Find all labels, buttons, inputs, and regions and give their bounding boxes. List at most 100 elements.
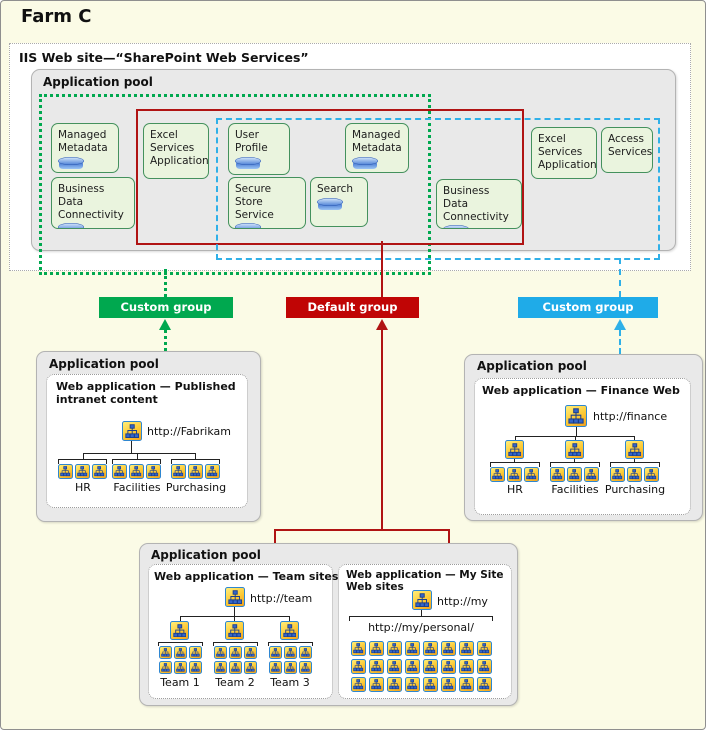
site-collection-root-icon xyxy=(122,421,142,441)
tree-line xyxy=(234,616,235,621)
sites-bracket xyxy=(213,642,258,646)
database-icon xyxy=(58,223,84,228)
farm-title: Farm C xyxy=(21,6,92,27)
site-icon xyxy=(405,677,420,692)
site-icon xyxy=(269,646,282,659)
tree-line xyxy=(180,616,290,617)
team-root-url: http://team xyxy=(250,592,313,605)
iis-web-site-label: IIS Web site—“SharePoint Web Services” xyxy=(19,50,309,65)
site-icon xyxy=(189,661,202,674)
site-icon xyxy=(459,659,474,674)
service-excel-services-left: Excel Services Application xyxy=(143,123,209,179)
tree-line xyxy=(131,441,132,453)
blue-connector-upper xyxy=(619,258,621,297)
site-icon xyxy=(610,467,625,482)
site-icon xyxy=(174,646,187,659)
site-icon xyxy=(644,467,659,482)
site-icon xyxy=(524,467,539,482)
tree-line xyxy=(83,453,196,454)
site-collection-root-icon xyxy=(225,587,245,607)
red-connector-bracket xyxy=(274,529,450,531)
site-icon xyxy=(423,677,438,692)
site-icon xyxy=(369,677,384,692)
service-label: Excel Services Application xyxy=(150,129,209,167)
sites-bracket xyxy=(349,616,493,621)
tree-line xyxy=(576,427,577,436)
site-icon xyxy=(299,661,312,674)
site-icon xyxy=(351,677,366,692)
site-icon xyxy=(75,464,90,479)
sites-bracket xyxy=(112,459,161,464)
service-access-services: Access Services xyxy=(601,127,653,173)
database-icon xyxy=(443,225,469,228)
site-branch-icon xyxy=(170,621,189,640)
site-icon xyxy=(459,641,474,656)
site-icon xyxy=(405,659,420,674)
site-group-grid-purchasing xyxy=(171,464,220,479)
service-managed-metadata-mid: Managed Metadata xyxy=(345,123,409,173)
site-icon xyxy=(269,661,282,674)
site-icon xyxy=(214,661,227,674)
site-icon xyxy=(188,464,203,479)
service-managed-metadata-left: Managed Metadata xyxy=(51,123,119,173)
database-icon xyxy=(235,223,261,228)
top-application-pool-label: Application pool xyxy=(43,75,153,89)
site-branch-icon xyxy=(505,440,524,459)
site-icon xyxy=(584,467,599,482)
site-icon xyxy=(423,659,438,674)
green-connector-upper xyxy=(164,269,167,297)
site-icon xyxy=(299,646,312,659)
site-icon xyxy=(229,661,242,674)
default-group-badge: Default group xyxy=(286,297,419,318)
database-icon xyxy=(235,156,261,169)
finance-web-application-title: Web application — Finance Web xyxy=(482,384,680,397)
site-icon xyxy=(189,646,202,659)
tree-line xyxy=(514,459,515,463)
red-connector-upper xyxy=(381,241,383,298)
site-icon xyxy=(205,464,220,479)
site-icon xyxy=(369,659,384,674)
tree-line xyxy=(574,459,575,463)
site-icon xyxy=(112,464,127,479)
custom-group-badge-right: Custom group xyxy=(518,297,658,318)
service-label: Search xyxy=(317,183,354,195)
site-group-label: HR xyxy=(507,483,523,496)
service-label: Managed Metadata xyxy=(58,129,108,154)
sites-bracket xyxy=(158,642,203,646)
site-group-grid-team2 xyxy=(214,646,257,674)
site-group-grid-hr xyxy=(58,464,107,479)
site-icon xyxy=(423,641,438,656)
custom-group-outline-blue xyxy=(216,118,660,260)
site-icon xyxy=(351,659,366,674)
sites-bracket xyxy=(171,459,220,464)
site-group-label: Team 1 xyxy=(160,676,200,689)
site-icon xyxy=(477,641,492,656)
service-user-profile: User Profile xyxy=(228,123,290,175)
site-icon xyxy=(146,464,161,479)
sites-bracket xyxy=(610,462,660,467)
bottom-pool-label: Application pool xyxy=(151,548,261,562)
tree-line xyxy=(634,459,635,463)
mysite-web-application-box xyxy=(338,564,512,699)
service-label: User Profile xyxy=(235,129,268,154)
site-icon xyxy=(490,467,505,482)
site-branch-icon xyxy=(280,621,299,640)
site-icon xyxy=(159,646,172,659)
blue-up-arrowhead-icon xyxy=(614,319,626,330)
site-group-label: Team 3 xyxy=(270,676,310,689)
site-icon xyxy=(244,646,257,659)
tree-line xyxy=(83,453,84,459)
tree-line xyxy=(421,610,422,616)
site-icon xyxy=(441,659,456,674)
tree-line xyxy=(289,616,290,621)
site-icon xyxy=(405,641,420,656)
tree-line xyxy=(195,453,196,459)
team-web-application-title: Web application — Team sites xyxy=(154,570,339,583)
green-connector-lower xyxy=(164,330,167,351)
service-label: Access Services xyxy=(608,133,653,158)
tree-line xyxy=(180,616,181,621)
red-up-arrowhead-icon xyxy=(376,319,388,330)
site-branch-icon xyxy=(225,621,244,640)
sites-bracket xyxy=(58,459,107,464)
